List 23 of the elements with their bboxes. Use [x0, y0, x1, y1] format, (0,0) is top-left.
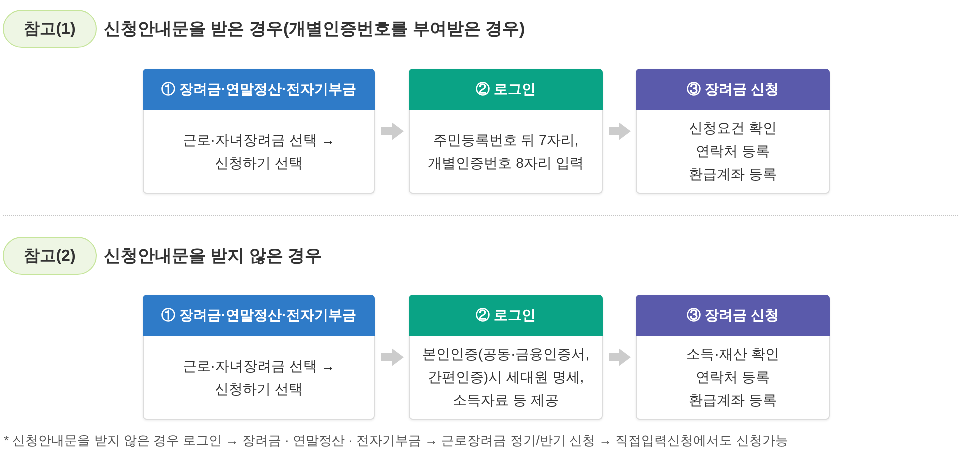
step-header: ② 로그인	[409, 295, 603, 336]
step-text: 소득·재산 확인 연락처 등록 환급계좌 등록	[686, 345, 780, 410]
step-text: 근로·자녀장려금 선택 → 신청하기 선택	[182, 356, 336, 398]
step-text: 신청요건 확인 연락처 등록 환급계좌 등록	[688, 119, 778, 184]
step-card	[636, 69, 830, 194]
step-header: ③ 장려금 신청	[636, 69, 830, 110]
step-header: ② 로그인	[409, 69, 603, 110]
section-heading: 신청안내문을 받지 않은 경우	[104, 246, 322, 268]
step-header: ① 장려금·연말정산·전자기부금	[143, 69, 375, 110]
step-card	[143, 295, 375, 420]
step-text: 주민등록번호 뒤 7자리, 개별인증번호 8자리 입력	[427, 130, 585, 172]
step-card	[409, 295, 603, 420]
step-header: ① 장려금·연말정산·전자기부금	[143, 295, 375, 336]
footnote: * 신청안내문을 받지 않은 경우 로그인 → 장려금 · 연말정산 · 전자기부금 → 근로장려금 정기/반기 신청 → 직접입력신청에서도 신청가능	[4, 432, 788, 450]
section-heading: 신청안내문을 받은 경우(개별인증번호를 부여받은 경우)	[104, 18, 526, 40]
tag-pill: 참고(1)	[3, 10, 97, 48]
step-card	[409, 69, 603, 194]
step-card	[143, 69, 375, 194]
step-card	[636, 295, 830, 420]
step-text: 본인인증(공동·금융인증서, 간편인증)시 세대원 명세, 소득자료 등 제공	[421, 345, 591, 410]
step-header: ③ 장려금 신청	[636, 295, 830, 336]
tag-pill: 참고(2)	[3, 237, 97, 275]
step-text: 근로·자녀장려금 선택 → 신청하기 선택	[182, 130, 336, 172]
